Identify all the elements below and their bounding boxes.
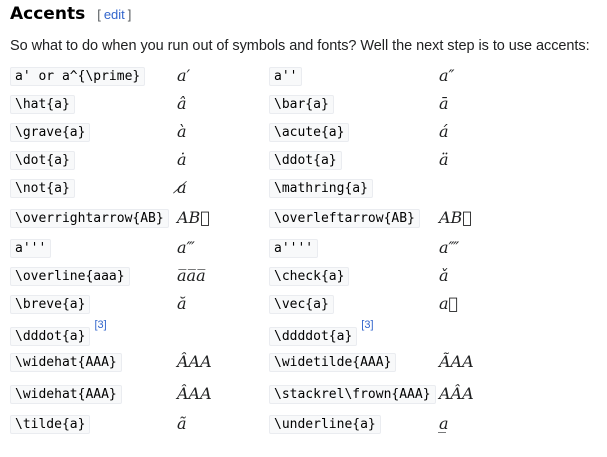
rendered-symbol: a̅a̅a̅	[177, 266, 206, 285]
accents-section: Accents [edit] So what to do when you ru…	[10, 4, 605, 438]
rendered-symbol: a̲	[439, 414, 449, 433]
latex-code: \overline{aaa}	[10, 267, 130, 286]
rendered-symbol: ÂAA	[177, 352, 212, 371]
latex-code: \stackrel\frown{AAA}	[269, 385, 436, 404]
table-row: \overline{aaa} a̅a̅a̅ \check{a} ǎ	[10, 262, 539, 290]
latex-code: a'''	[10, 239, 52, 258]
latex-code: \bar{a}	[269, 95, 334, 114]
latex-code: \widetilde{AAA}	[269, 353, 397, 372]
rendered-symbol: ǎ	[439, 266, 449, 285]
latex-code: \overleftarrow{AB}	[269, 209, 420, 228]
rendered-symbol: ÃAA	[439, 352, 474, 371]
rendered-symbol: â	[177, 94, 187, 113]
latex-code: \hat{a}	[10, 95, 75, 114]
latex-code: \vec{a}	[269, 295, 334, 314]
section-title: Accents	[10, 4, 86, 24]
table-row: \tilde{a} ã \underline{a} a̲	[10, 410, 539, 438]
table-row: \breve{a} ă \vec{a} a⃗	[10, 290, 539, 318]
table-row: \widehat{AAA} ÂAA \stackrel\frown{AAA} A…	[10, 378, 539, 410]
latex-code: \grave{a}	[10, 123, 91, 142]
rendered-symbol: AB⃗	[177, 208, 210, 227]
latex-code: \tilde{a}	[10, 415, 91, 434]
latex-code: \overrightarrow{AB}	[10, 209, 169, 228]
latex-code: \ddot{a}	[269, 151, 342, 170]
table-row: \widehat{AAA} ÂAA \widetilde{AAA} ÃAA	[10, 346, 539, 378]
latex-code: \widehat{AAA}	[10, 385, 122, 404]
edit-bracket-close: ]	[127, 7, 132, 22]
latex-code: \not{a}	[10, 179, 75, 198]
latex-code: a''''	[269, 239, 319, 258]
latex-code: \breve{a}	[10, 295, 91, 314]
latex-code: \underline{a}	[269, 415, 381, 434]
latex-code: \ddddot{a}	[269, 326, 358, 346]
table-row: \not{a} a̸ \mathring{a}	[10, 174, 539, 202]
table-row: \hat{a} â \bar{a} ā	[10, 90, 539, 118]
rendered-symbol: à	[177, 122, 187, 141]
rendered-symbol: a‴	[177, 238, 195, 257]
rendered-symbol: ä	[439, 150, 449, 169]
intro-paragraph: So what to do when you run out of symbol…	[10, 38, 590, 54]
table-row: \dot{a} ȧ \ddot{a} ä	[10, 146, 539, 174]
rendered-symbol: AB⃖	[439, 208, 472, 227]
rendered-symbol: ȧ	[177, 150, 187, 169]
table-row: a' or a^{\prime} a′ a'' a″	[10, 62, 539, 90]
latex-code: a''	[269, 67, 303, 86]
latex-code: \check{a}	[269, 267, 350, 286]
rendered-symbol: á	[439, 122, 449, 141]
latex-code: \widehat{AAA}	[10, 353, 122, 372]
rendered-symbol: a⁗	[439, 238, 460, 257]
rendered-symbol: a⃗	[439, 294, 459, 313]
latex-code: \acute{a}	[269, 123, 350, 142]
latex-code: a' or a^{\prime}	[10, 67, 146, 86]
rendered-symbol: ă	[177, 294, 187, 313]
rendered-symbol: ã	[177, 414, 187, 433]
edit-bracket-open: [	[97, 7, 101, 22]
reference-link[interactable]: [3]	[361, 319, 374, 332]
table-row: \overrightarrow{AB} AB⃗ \overleftarrow{A…	[10, 202, 539, 234]
edit-section: [edit]	[97, 7, 131, 22]
accents-table: a' or a^{\prime} a′ a'' a″ \hat{a} â \ba…	[10, 62, 539, 438]
table-row: \dddot{a}[3] \ddddot{a}[3]	[10, 318, 539, 346]
latex-code: \mathring{a}	[269, 179, 373, 198]
rendered-symbol: a′	[177, 66, 191, 85]
rendered-symbol: ā	[439, 94, 449, 113]
rendered-symbol: a̸	[177, 178, 187, 197]
table-row: \grave{a} à \acute{a} á	[10, 118, 539, 146]
rendered-symbol: a″	[439, 66, 455, 85]
section-heading-row: Accents [edit]	[10, 4, 605, 28]
rendered-symbol: ÂAA	[177, 384, 212, 403]
latex-code: \dddot{a}	[10, 326, 91, 346]
table-row: a''' a‴ a'''' a⁗	[10, 234, 539, 262]
edit-link[interactable]: edit	[103, 7, 125, 22]
reference-link[interactable]: [3]	[94, 319, 107, 332]
rendered-symbol: AÂA	[439, 384, 474, 403]
latex-code: \dot{a}	[10, 151, 75, 170]
